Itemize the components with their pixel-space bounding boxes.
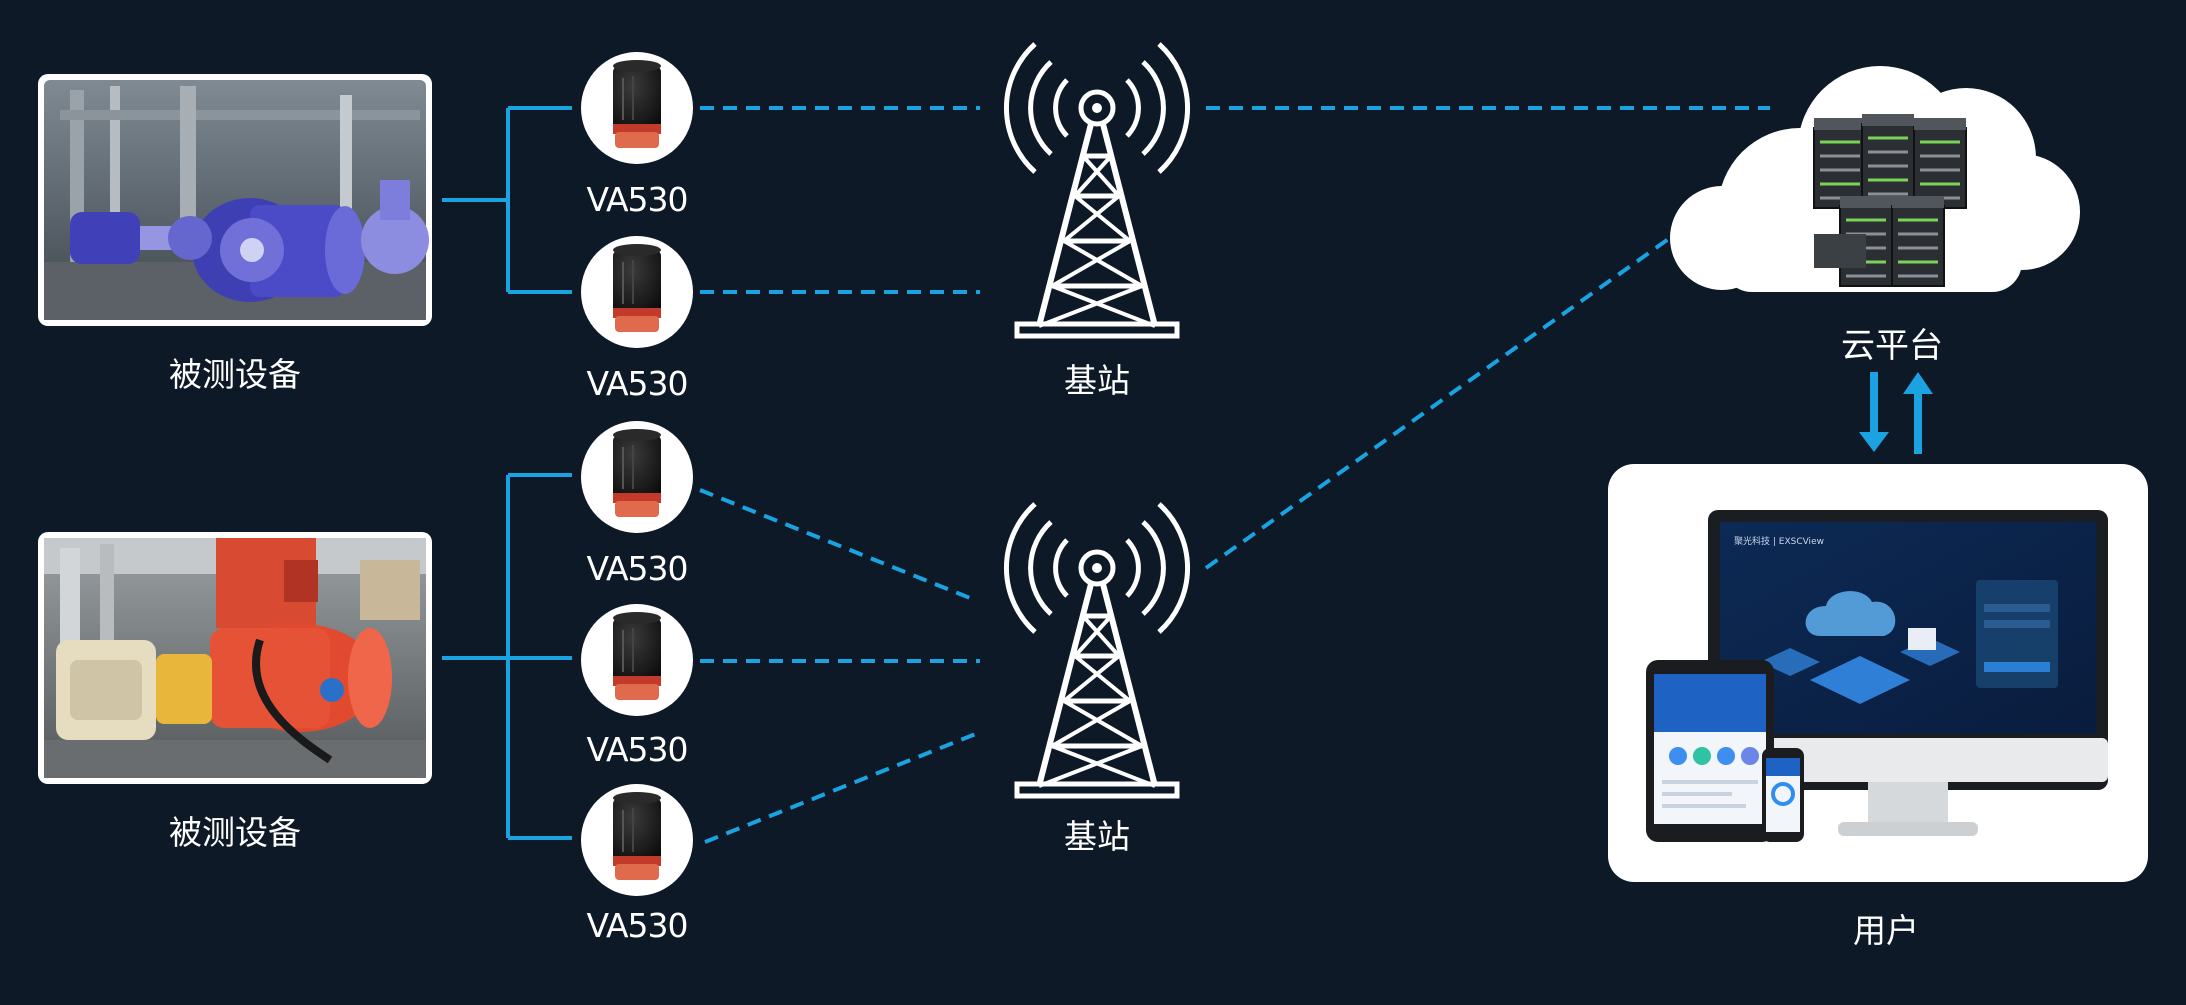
sensor-label-1: VA530 — [586, 180, 688, 219]
cloud-platform-label: 云平台 — [1841, 326, 1943, 366]
base-station-tower-icon-2 — [1006, 504, 1187, 796]
connection-lines — [442, 106, 1770, 844]
link-sensor5-station2 — [704, 731, 979, 844]
link-station2-cloud — [1204, 216, 1700, 570]
sensor-node-1 — [580, 51, 694, 165]
cloud-server-icon — [1670, 66, 2080, 292]
link-sensor3-station2 — [699, 488, 971, 600]
sensor-node-2 — [580, 235, 694, 349]
device-bracket-2 — [442, 473, 572, 840]
wireless-links — [699, 106, 1770, 844]
device-label-2: 被测设备 — [169, 813, 301, 852]
device-bracket-1 — [442, 106, 572, 294]
sensor-label-2: VA530 — [586, 364, 688, 403]
sensor-node-4 — [580, 603, 694, 717]
sensor-node-3 — [580, 420, 694, 534]
sensor-label-5: VA530 — [586, 906, 688, 945]
station-label-2: 基站 — [1064, 817, 1130, 856]
sensor-node-5 — [580, 783, 694, 897]
device-photo-motor — [38, 532, 432, 784]
monitor-icon: 聚光科技 | EXSCView — [1708, 510, 2108, 836]
sensor-label-3: VA530 — [586, 549, 688, 588]
device-label-1: 被测设备 — [169, 355, 301, 394]
sensor-label-4: VA530 — [586, 730, 688, 769]
station-label-1: 基站 — [1064, 361, 1130, 400]
device-photo-pump — [38, 74, 432, 326]
user-label: 用户 — [1853, 911, 1919, 950]
sync-arrows-icon — [1859, 372, 1933, 454]
screen-brand-text: 聚光科技 | EXSCView — [1734, 535, 1824, 547]
user-devices-panel: 聚光科技 | EXSCView — [1608, 464, 2148, 882]
tablet-icon — [1646, 660, 1774, 842]
base-station-tower-icon-1 — [1006, 44, 1187, 336]
phone-icon — [1762, 748, 1804, 842]
